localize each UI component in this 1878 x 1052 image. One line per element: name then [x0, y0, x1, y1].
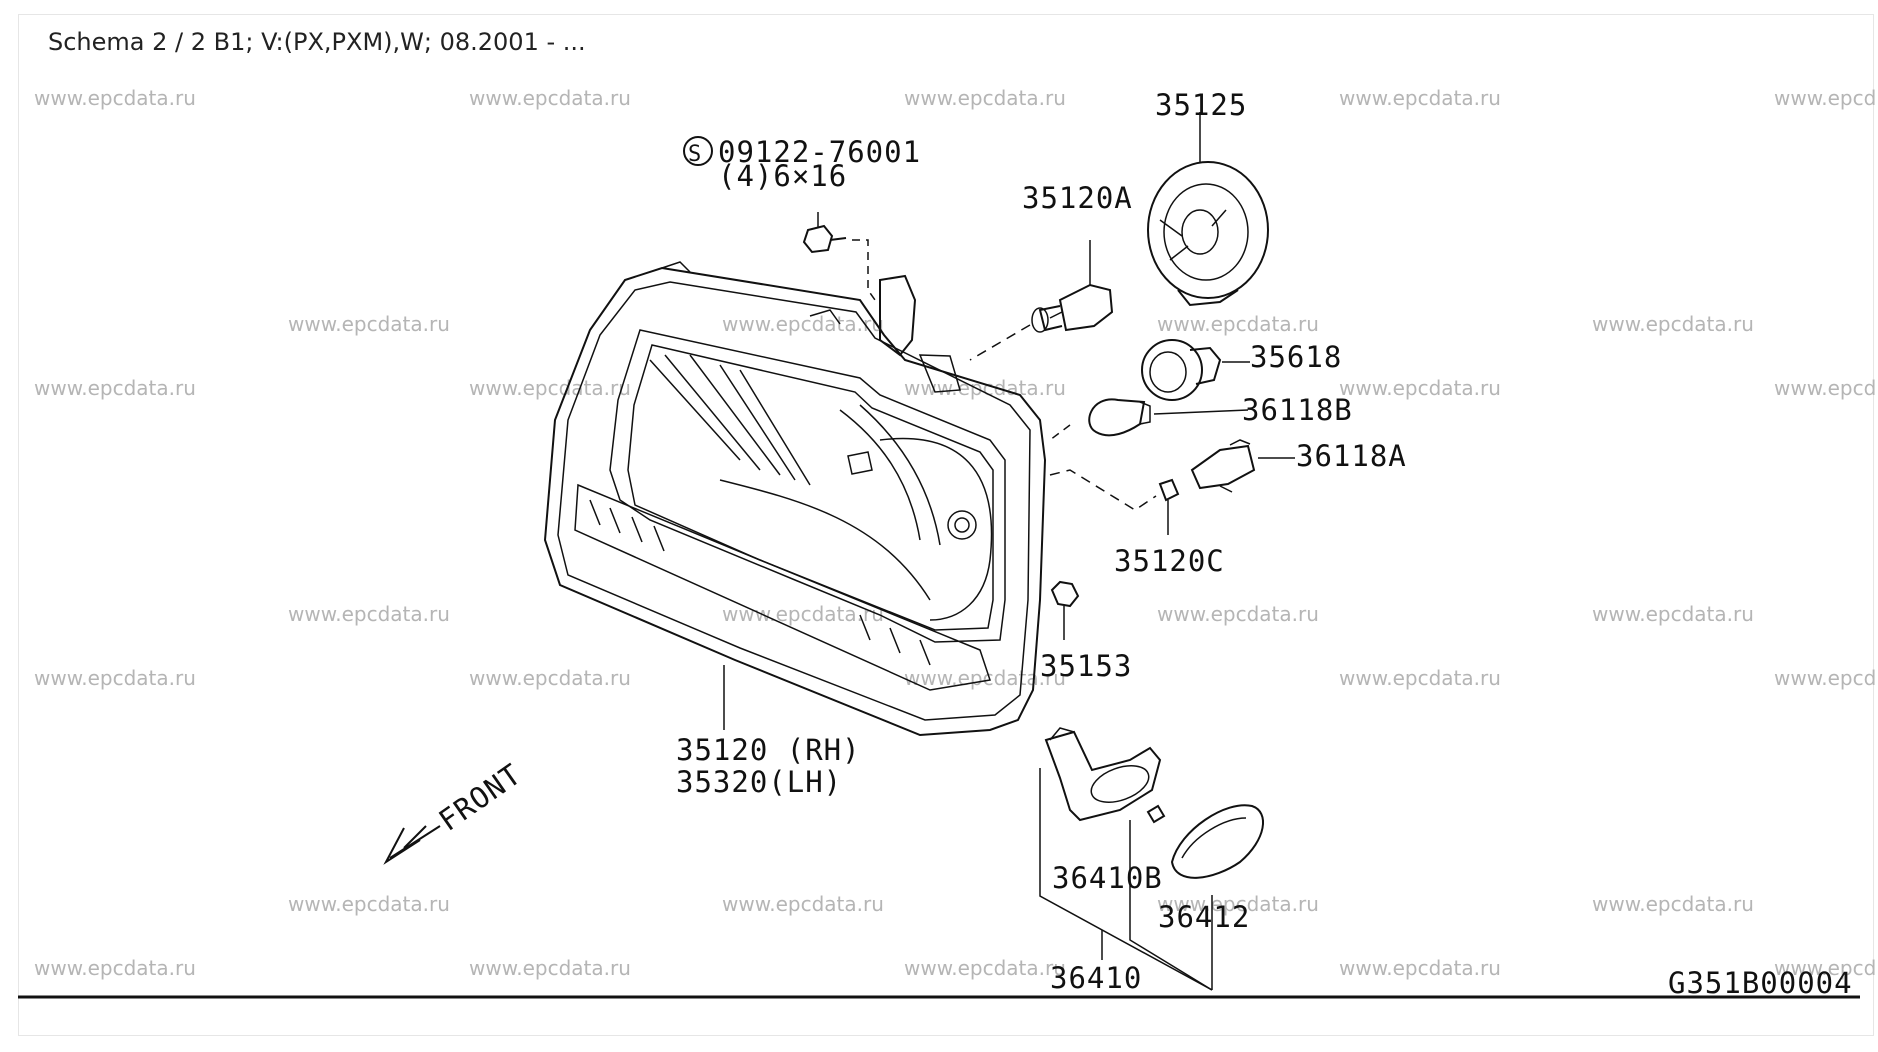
part-label-socket-side: 36118A: [1296, 439, 1407, 473]
watermark: www.epcdata.ru: [904, 666, 1066, 690]
watermark-layer: www.epcdata.ru www.epcdata.ru www.epcdat…: [34, 86, 1876, 980]
watermark: www.epcdata.ru: [904, 376, 1066, 400]
watermark: www.epcd: [1774, 956, 1876, 980]
watermark: www.epcdata.ru: [1157, 892, 1319, 916]
watermark: www.epcdata.ru: [34, 86, 196, 110]
bulb-35120c: [1049, 469, 1180, 535]
part-label-lamp-lh: 35320(LH): [676, 765, 842, 799]
watermark: www.epcdata.ru: [1339, 86, 1501, 110]
watermark: www.epcdata.ru: [722, 892, 884, 916]
headlamp-assembly: [543, 261, 1047, 737]
part-label-side-lamp: 36410: [1050, 961, 1142, 995]
watermark: www.epcdata.ru: [288, 602, 450, 626]
bulb-36118b: [1049, 398, 1249, 441]
watermark: www.epcdata.ru: [469, 376, 631, 400]
watermark: www.epcd: [1774, 666, 1876, 690]
watermark: www.epcdata.ru: [34, 666, 196, 690]
watermark: www.epcdata.ru: [1592, 892, 1754, 916]
watermark: www.epcdata.ru: [722, 312, 884, 336]
watermark: www.epcdata.ru: [288, 312, 450, 336]
watermark: www.epcdata.ru: [288, 892, 450, 916]
watermark: www.epcdata.ru: [1157, 602, 1319, 626]
standard-part-letter: S: [688, 142, 702, 167]
socket-35125: [1147, 112, 1269, 307]
watermark: www.epcdata.ru: [34, 376, 196, 400]
standard-part-symbol: [683, 136, 713, 166]
watermark: www.epcdata.ru: [904, 956, 1066, 980]
part-label-clip: 35153: [1040, 649, 1132, 683]
diagram-code: G351B00004: [1668, 966, 1853, 1000]
watermark: www.epcd: [1774, 376, 1876, 400]
watermark: www.epcdata.ru: [1339, 956, 1501, 980]
socket-35618: [1141, 339, 1250, 401]
page-title: Schema 2 / 2 B1; V:(PX,PXM),W; 08.2001 -…: [48, 28, 586, 56]
watermark: www.epcdata.ru: [722, 602, 884, 626]
front-label: FRONT: [433, 757, 528, 838]
watermark: www.epcdata.ru: [1592, 312, 1754, 336]
watermark: www.epcdata.ru: [1339, 666, 1501, 690]
part-label-side-lens: 36412: [1158, 900, 1250, 934]
part-label-screw: 09122-76001: [718, 135, 921, 169]
watermark: www.epcdata.ru: [1339, 376, 1501, 400]
watermark: www.epcdata.ru: [34, 956, 196, 980]
part-label-bulb-side: 35120C: [1114, 544, 1225, 578]
part-label-lamp-rh: 35120 (RH): [676, 733, 861, 767]
bulb-35120a: [969, 240, 1114, 361]
watermark: www.epcdata.ru: [469, 666, 631, 690]
watermark: www.epcdata.ru: [1592, 602, 1754, 626]
watermark: www.epcdata.ru: [469, 956, 631, 980]
side-marker-36410: [1039, 727, 1265, 991]
clip-35153: [1050, 580, 1080, 640]
watermark: www.epcdata.ru: [1157, 312, 1319, 336]
part-label-bulb-small: 36118B: [1242, 393, 1353, 427]
part-label-socket: 35125: [1155, 88, 1247, 122]
front-arrow: FRONT: [383, 757, 528, 865]
diagram-frame: [18, 14, 1874, 1036]
screw-part: [802, 212, 876, 301]
part-label-screw-spec: (4)6×16: [718, 159, 847, 193]
watermark: www.epcdata.ru: [469, 86, 631, 110]
part-label-side-bulb: 36410B: [1052, 861, 1163, 895]
watermark: www.epcd: [1774, 86, 1876, 110]
watermark: www.epcdata.ru: [904, 86, 1066, 110]
part-label-bulb-main: 35120A: [1022, 181, 1133, 215]
part-label-socket-small: 35618: [1250, 340, 1342, 374]
socket-36118a: [1190, 439, 1295, 493]
